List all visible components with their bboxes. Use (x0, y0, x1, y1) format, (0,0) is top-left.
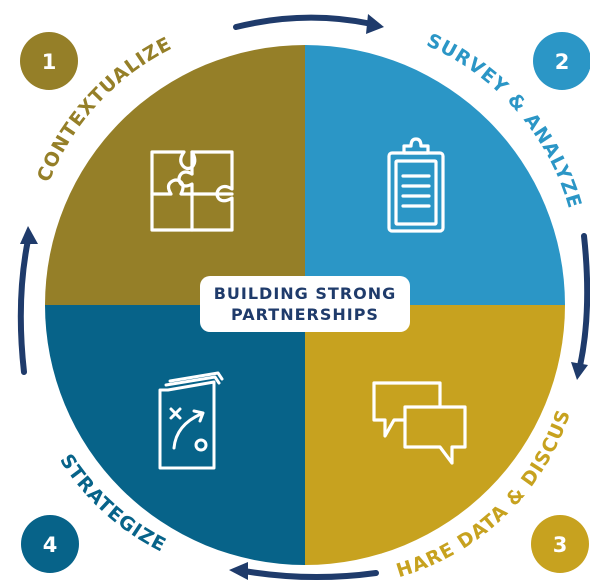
badge-number-3: 3 (553, 533, 568, 557)
center-title-line-2: PARTNERSHIPS (231, 305, 379, 324)
arrowhead-top-icon (366, 14, 384, 34)
puzzle-icon (150, 150, 234, 232)
badge-1: 1 (20, 32, 78, 90)
arrow-left-icon (17, 237, 31, 375)
clipboard-icon (387, 137, 445, 233)
arrowhead-left-icon (20, 226, 38, 244)
arrowhead-right-icon (571, 362, 588, 380)
chat-bubbles-icon (372, 381, 467, 465)
arrow-right-icon (577, 233, 590, 369)
center-title-box: BUILDING STRONG PARTNERSHIPS (200, 276, 410, 332)
badge-number-4: 4 (43, 533, 58, 557)
cycle-arrows (17, 14, 590, 581)
badge-number-2: 2 (555, 50, 570, 74)
quadrant-strategize (45, 305, 305, 565)
badge-2: 2 (533, 32, 590, 90)
badge-3: 3 (531, 515, 589, 573)
badge-4: 4 (21, 515, 79, 573)
quadrant-contextualize (45, 45, 305, 305)
center-title-line-1: BUILDING STRONG (213, 284, 397, 303)
arrow-top-icon (233, 14, 375, 30)
badge-number-1: 1 (42, 50, 57, 74)
arrow-bottom-icon (241, 568, 379, 581)
playbook-icon (158, 371, 224, 470)
arrowhead-bottom-icon (229, 562, 248, 580)
